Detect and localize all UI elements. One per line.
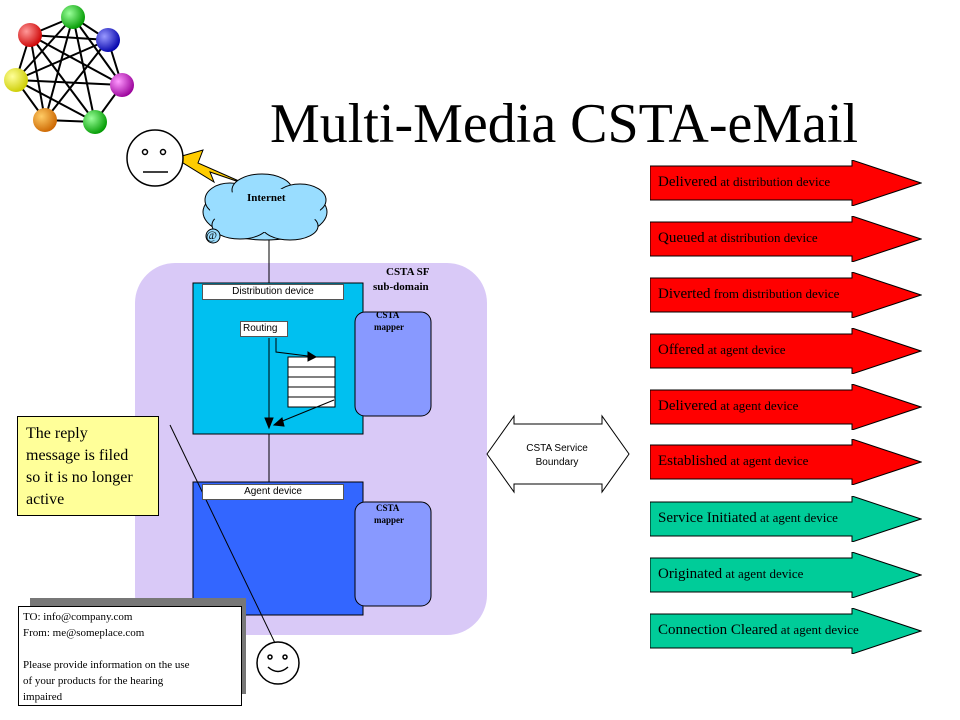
- csta-mapper-label-2a: CSTA: [376, 503, 400, 513]
- event-label: Diverted from distribution device: [658, 286, 839, 303]
- lightning-icon: [173, 149, 249, 186]
- event-detail: at agent device: [717, 398, 799, 413]
- event-name: Connection Cleared: [658, 622, 778, 638]
- csta-mapper-1: [354, 311, 432, 417]
- event-detail: at agent device: [704, 342, 786, 357]
- distribution-device-box: [192, 282, 364, 435]
- sender-face-icon: [126, 129, 184, 187]
- event-name: Originated: [658, 566, 723, 582]
- event-arrow-shape: [650, 496, 922, 542]
- reply-note-line: active: [26, 491, 65, 508]
- boundary-label-line1: CSTA Service: [526, 443, 588, 454]
- event-detail: at agent device: [756, 510, 838, 525]
- event-name: Delivered: [658, 398, 718, 414]
- routing-label: Routing: [240, 321, 288, 337]
- event-arrow-shape: [650, 216, 922, 262]
- event-detail: at agent device: [727, 453, 809, 468]
- event-label: Offered at agent device: [658, 342, 786, 359]
- event-arrow-shape: [650, 272, 922, 318]
- event-arrow-4: Delivered at agent device: [650, 384, 922, 430]
- event-label: Service Initiated at agent device: [658, 510, 838, 527]
- email-to: TO: info@company.com: [23, 611, 133, 623]
- email-body-line: Please provide information on the use: [23, 659, 190, 671]
- event-label: Queued at distribution device: [658, 230, 818, 247]
- event-label: Delivered at distribution device: [658, 174, 830, 191]
- domain-label-line1: CSTA SF: [386, 266, 430, 278]
- queue-icon: [287, 356, 336, 408]
- event-arrow-5: Established at agent device: [650, 439, 922, 485]
- event-arrow-shape: [650, 328, 922, 374]
- event-arrow-2: Diverted from distribution device: [650, 272, 922, 318]
- event-label: Established at agent device: [658, 453, 808, 470]
- event-detail: from distribution device: [710, 286, 840, 301]
- email-from: From: me@someplace.com: [23, 627, 145, 639]
- csta-diagram: [126, 129, 630, 685]
- event-arrow-6: Service Initiated at agent device: [650, 496, 922, 542]
- event-arrow-shape: [650, 552, 922, 598]
- event-label: Connection Cleared at agent device: [658, 622, 859, 639]
- event-arrow-0: Delivered at distribution device: [650, 160, 922, 206]
- event-name: Offered: [658, 342, 705, 358]
- event-arrow-shape: [650, 439, 922, 485]
- csta-mapper-2: [354, 501, 432, 607]
- reply-note: The reply message is filed so it is no l…: [17, 416, 159, 516]
- agent-face-icon: [256, 641, 300, 685]
- event-arrow-3: Offered at agent device: [650, 328, 922, 374]
- event-name: Service Initiated: [658, 510, 757, 526]
- event-detail: at distribution device: [717, 174, 831, 189]
- agent-device-box: [192, 481, 364, 616]
- reply-note-line: message is filed: [26, 447, 129, 464]
- event-label: Originated at agent device: [658, 566, 803, 583]
- email-body-line: impaired: [23, 691, 63, 703]
- agent-device-label: Agent device: [202, 484, 344, 500]
- event-name: Diverted: [658, 286, 711, 302]
- csta-mapper-label-2b: mapper: [374, 515, 404, 525]
- at-symbol: @: [206, 228, 218, 242]
- email-message: TO: info@company.com From: me@someplace.…: [18, 606, 242, 706]
- domain-label-line2: sub-domain: [373, 281, 429, 293]
- event-name: Queued: [658, 230, 705, 246]
- event-arrow-7: Originated at agent device: [650, 552, 922, 598]
- event-detail: at agent device: [777, 622, 859, 637]
- event-arrow-shape: [650, 608, 922, 654]
- csta-mapper-label-1b: mapper: [374, 322, 404, 332]
- reply-note-line: The reply: [26, 425, 88, 442]
- csta-mapper-label-1a: CSTA: [376, 310, 400, 320]
- event-arrow-1: Queued at distribution device: [650, 216, 922, 262]
- email-body-line: of your products for the hearing: [23, 675, 164, 687]
- boundary-label-line2: Boundary: [535, 457, 579, 468]
- internet-label: Internet: [247, 192, 286, 204]
- reply-note-line: so it is no longer: [26, 469, 133, 486]
- event-arrow-shape: [650, 384, 922, 430]
- event-label: Delivered at agent device: [658, 398, 798, 415]
- event-name: Delivered: [658, 174, 718, 190]
- event-detail: at agent device: [722, 566, 804, 581]
- event-arrow-8: Connection Cleared at agent device: [650, 608, 922, 654]
- event-name: Established: [658, 453, 728, 469]
- event-arrow-shape: [650, 160, 922, 206]
- page-title: Multi-Media CSTA-eMail: [270, 93, 859, 155]
- distribution-device-label: Distribution device: [202, 284, 344, 300]
- network-logo-icon: [4, 5, 134, 134]
- service-boundary-arrow: [486, 414, 630, 494]
- event-detail: at distribution device: [704, 230, 818, 245]
